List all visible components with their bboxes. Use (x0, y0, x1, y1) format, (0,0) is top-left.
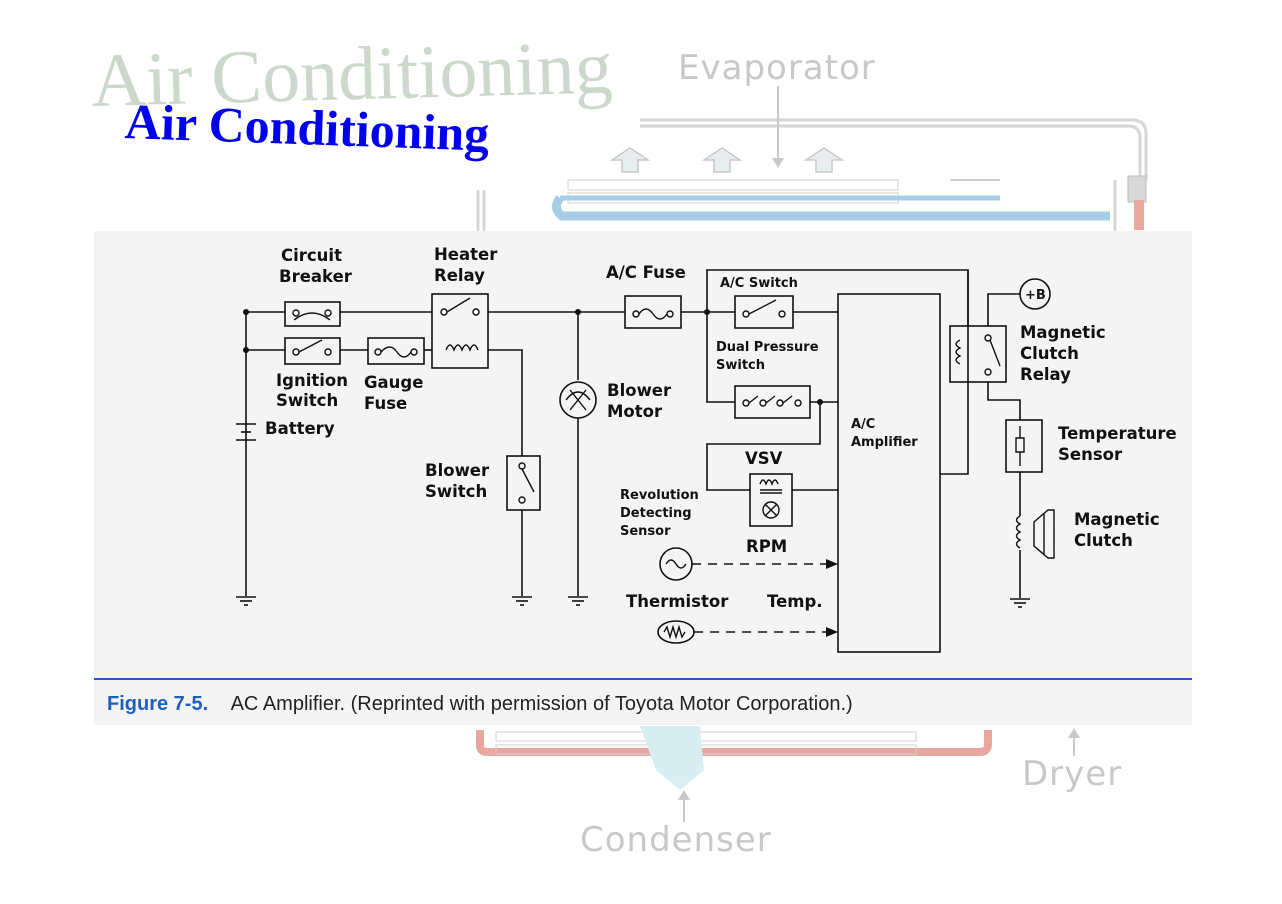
rpm-label: RPM (746, 537, 787, 556)
temperature-sensor-label: Temperature (1058, 424, 1177, 443)
ignition-switch-label: Ignition (276, 371, 348, 390)
blower-switch-label: Blower (425, 461, 490, 480)
revolution-sensor-label: Revolution (620, 488, 699, 503)
caption-divider (94, 678, 1192, 680)
plus-b-label: +B (1025, 288, 1046, 303)
dual-pressure-switch-label: Dual Pressure (716, 340, 819, 355)
ac-amplifier-label: A/C (851, 417, 875, 432)
magnetic-clutch-label-2: Clutch (1074, 531, 1133, 550)
dryer-label: Dryer (1022, 754, 1123, 794)
blower-motor-label: Blower (607, 381, 672, 400)
circuit-breaker-label-2: Breaker (279, 267, 353, 286)
battery-label: Battery (265, 419, 335, 438)
vsv-label: VSV (745, 449, 783, 468)
gauge-fuse-label: Gauge (364, 373, 423, 392)
gauge-fuse-label-2: Fuse (364, 394, 407, 413)
magnetic-clutch-relay-label: Magnetic (1020, 323, 1106, 342)
ac-switch-label: A/C Switch (720, 276, 798, 291)
blower-switch-label-2: Switch (425, 482, 487, 501)
condenser-label: Condenser (580, 820, 772, 860)
ac-amplifier-label-2: Amplifier (851, 435, 918, 450)
figure-panel (94, 231, 1192, 725)
magnetic-clutch-label: Magnetic (1074, 510, 1160, 529)
evaporator-label: Evaporator (678, 48, 876, 88)
revolution-sensor-label-3: Sensor (620, 524, 671, 539)
magnetic-clutch-relay-label-2: Clutch (1020, 344, 1079, 363)
circuit-breaker-label: Circuit (281, 246, 342, 265)
magnetic-clutch-relay-label-3: Relay (1020, 365, 1071, 384)
heater-relay-label-2: Relay (434, 266, 485, 285)
ac-fuse-label: A/C Fuse (606, 263, 686, 282)
thermistor-label: Thermistor (626, 592, 729, 611)
blower-motor-label-2: Motor (607, 402, 663, 421)
figure-caption: Figure 7-5. AC Amplifier. (Reprinted wit… (107, 693, 853, 716)
heater-relay-label: Heater (434, 245, 498, 264)
revolution-sensor-label-2: Detecting (620, 506, 692, 521)
caption-text: AC Amplifier. (Reprinted with permission… (230, 693, 853, 715)
figure-number: Figure 7-5. (107, 693, 209, 715)
dual-pressure-switch-label-2: Switch (716, 358, 765, 373)
temperature-sensor-label-2: Sensor (1058, 445, 1123, 464)
ignition-switch-label-2: Switch (276, 391, 338, 410)
temp-label: Temp. (767, 592, 823, 611)
